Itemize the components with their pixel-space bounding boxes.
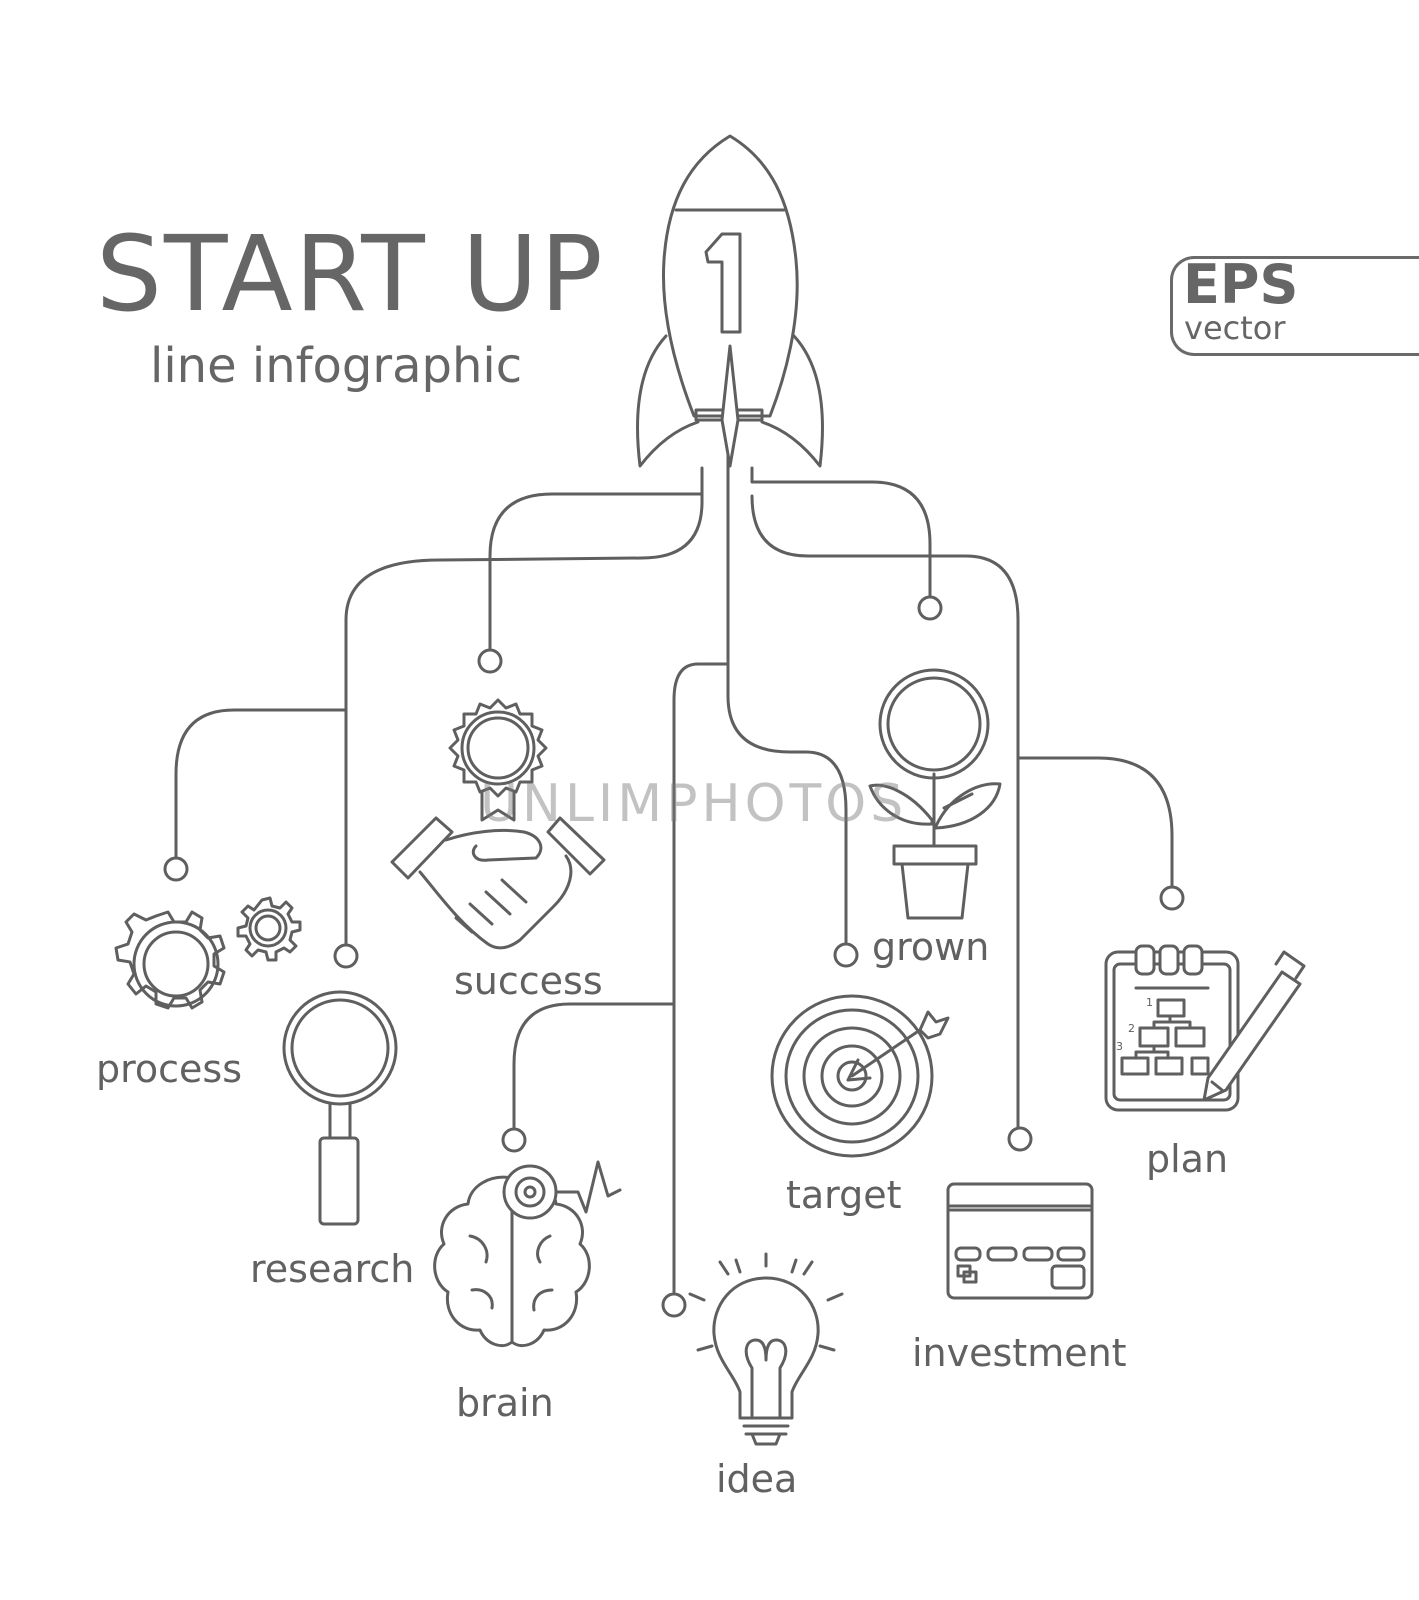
target-icon bbox=[770, 994, 950, 1158]
gears-icon bbox=[114, 896, 302, 1010]
label-plan: plan bbox=[1146, 1137, 1229, 1181]
brain-icon bbox=[433, 1160, 622, 1347]
eps-badge bbox=[1170, 256, 1419, 356]
plan-step-2: 2 bbox=[1128, 1022, 1135, 1035]
rocket-icon bbox=[636, 134, 824, 468]
page-title: START UP bbox=[96, 213, 605, 335]
label-investment: investment bbox=[912, 1331, 1127, 1375]
eps-badge-main: EPS bbox=[1183, 253, 1299, 316]
magnifier-icon bbox=[282, 990, 398, 1226]
label-success: success bbox=[454, 959, 603, 1003]
connector-dots bbox=[163, 595, 1185, 1318]
label-target: target bbox=[786, 1173, 902, 1217]
page-subtitle: line infographic bbox=[150, 338, 523, 394]
label-idea: idea bbox=[716, 1457, 798, 1501]
label-brain: brain bbox=[456, 1381, 554, 1425]
label-grown: grown bbox=[872, 925, 990, 969]
eps-badge-sub: vector bbox=[1184, 309, 1286, 347]
lightbulb-icon bbox=[688, 1252, 844, 1446]
clipboard-pencil-icon bbox=[1104, 944, 1306, 1112]
watermark: UNLIMPHOTOS bbox=[480, 774, 908, 834]
connector-lines bbox=[174, 348, 1174, 1294]
plan-step-3: 3 bbox=[1116, 1040, 1123, 1053]
label-process: process bbox=[96, 1047, 243, 1091]
credit-card-icon bbox=[946, 1182, 1094, 1300]
money-plant-icon bbox=[868, 668, 1002, 920]
plan-step-1: 1 bbox=[1146, 996, 1153, 1009]
handshake-award-icon bbox=[390, 698, 606, 950]
label-research: research bbox=[250, 1247, 415, 1291]
